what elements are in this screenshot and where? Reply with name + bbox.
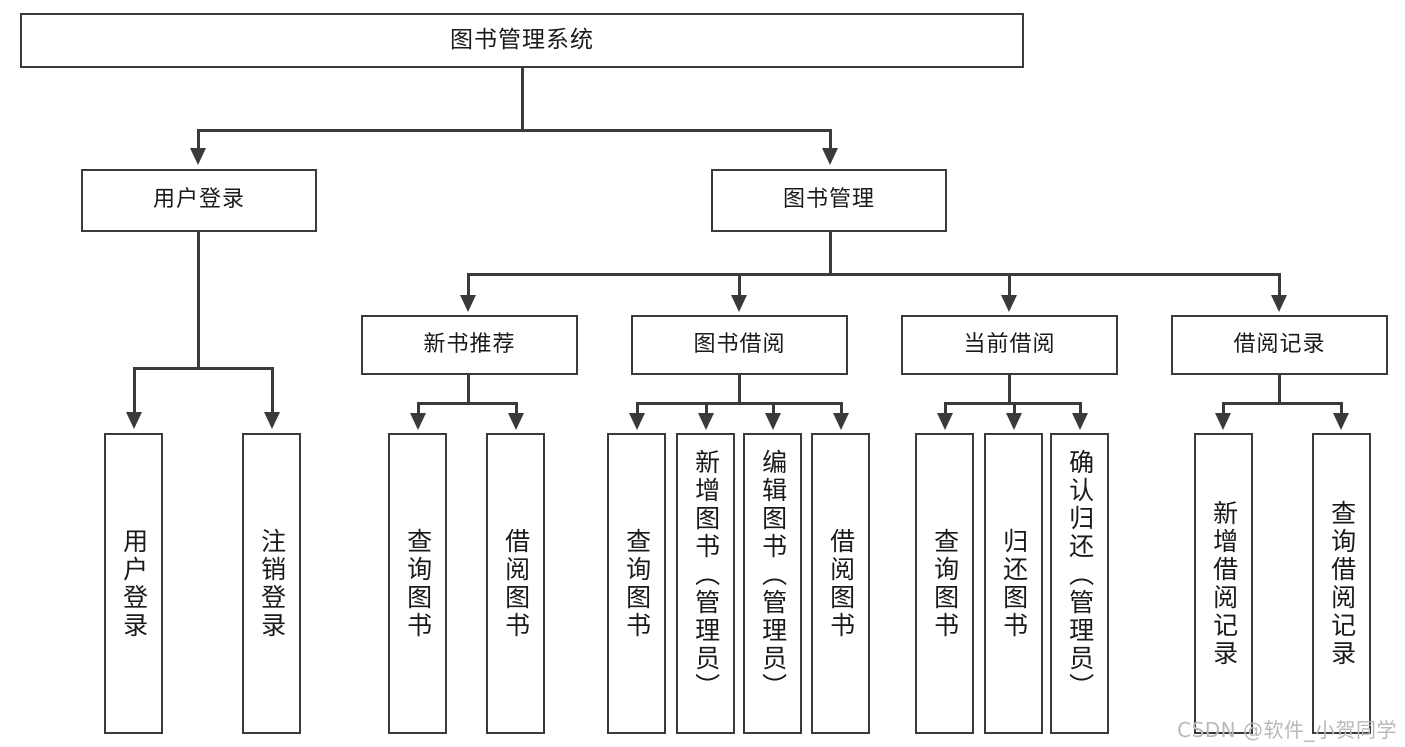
- node-label: 借阅记录: [1233, 331, 1326, 357]
- connector-cb-leaf3: [1079, 402, 1082, 414]
- arrowhead-new-book-recommend: [460, 295, 476, 312]
- connector-bb-leaf3: [772, 402, 775, 414]
- arrowhead-leaf-query-book-2: [629, 413, 645, 430]
- connector-user-login-leaf1: [133, 367, 136, 413]
- connector-book-borrow-down: [738, 375, 741, 403]
- connector-to-current-borrow: [1008, 273, 1011, 296]
- connector-bb-leaf2: [705, 402, 708, 414]
- arrowhead-user-login: [190, 148, 206, 165]
- connector-to-book-management: [829, 129, 832, 149]
- leaf-label: 借阅图书: [826, 527, 856, 640]
- connector-root-down: [521, 68, 524, 130]
- node-new-book-recommend[interactable]: 新书推荐: [361, 315, 578, 375]
- leaf-user-login[interactable]: 用户登录: [104, 433, 163, 734]
- node-user-login[interactable]: 用户登录: [81, 169, 317, 232]
- arrowhead-leaf-borrow-book-2: [833, 413, 849, 430]
- watermark: CSDN @软件_小贺同学: [1177, 718, 1397, 742]
- connector-br-leaf2: [1340, 402, 1343, 414]
- connector-nbr-leaf2: [515, 402, 518, 414]
- leaf-label: 用户登录: [119, 527, 149, 640]
- node-borrow-record[interactable]: 借阅记录: [1171, 315, 1388, 375]
- connector-root-bus: [197, 129, 831, 132]
- leaf-label: 确认归还（管理员）: [1065, 449, 1095, 701]
- connector-nbr-leaf1: [417, 402, 420, 414]
- arrowhead-leaf-return-book: [1006, 413, 1022, 430]
- connector-book-borrow-bus: [636, 402, 842, 405]
- arrowhead-leaf-query-record: [1333, 413, 1349, 430]
- node-label: 图书借阅: [693, 331, 786, 357]
- arrowhead-leaf-borrow-book-1: [508, 413, 524, 430]
- node-label: 图书管理系统: [450, 26, 594, 53]
- connector-borrow-record-bus: [1222, 402, 1342, 405]
- arrowhead-leaf-query-book-3: [937, 413, 953, 430]
- connector-cb-leaf2: [1013, 402, 1016, 414]
- leaf-query-book-current[interactable]: 查询图书: [915, 433, 974, 734]
- node-label: 新书推荐: [423, 331, 516, 357]
- arrowhead-leaf-query-book-1: [410, 413, 426, 430]
- arrowhead-leaf-add-book: [698, 413, 714, 430]
- connector-book-management-down: [829, 232, 832, 274]
- arrowhead-book-management: [822, 148, 838, 165]
- leaf-label: 查询图书: [930, 527, 960, 640]
- leaf-label: 新增图书（管理员）: [691, 449, 721, 701]
- leaf-label: 查询借阅记录: [1327, 499, 1357, 668]
- leaf-add-borrow-record[interactable]: 新增借阅记录: [1194, 433, 1253, 734]
- node-label: 当前借阅: [963, 331, 1056, 357]
- node-current-borrow[interactable]: 当前借阅: [901, 315, 1118, 375]
- leaf-label: 借阅图书: [501, 527, 531, 640]
- leaf-add-book[interactable]: 新增图书（管理员）: [676, 433, 735, 734]
- connector-current-borrow-bus: [944, 402, 1081, 405]
- arrowhead-current-borrow: [1001, 295, 1017, 312]
- arrowhead-borrow-record: [1271, 295, 1287, 312]
- leaf-logout[interactable]: 注销登录: [242, 433, 301, 734]
- leaf-borrow-book-recommend[interactable]: 借阅图书: [486, 433, 545, 734]
- leaf-query-book-recommend[interactable]: 查询图书: [388, 433, 447, 734]
- connector-new-book-recommend-bus: [417, 402, 517, 405]
- connector-to-borrow-record: [1278, 273, 1281, 296]
- arrowhead-leaf-confirm-return: [1072, 413, 1088, 430]
- leaf-edit-book[interactable]: 编辑图书（管理员）: [743, 433, 802, 734]
- node-label: 用户登录: [152, 187, 245, 213]
- leaf-label: 查询图书: [622, 527, 652, 640]
- arrowhead-book-borrow: [731, 295, 747, 312]
- arrowhead-leaf-user-login: [126, 412, 142, 429]
- leaf-query-book-borrow[interactable]: 查询图书: [607, 433, 666, 734]
- arrowhead-leaf-logout: [264, 412, 280, 429]
- arrowhead-leaf-add-record: [1215, 413, 1231, 430]
- node-label: 图书管理: [782, 187, 875, 213]
- connector-borrow-record-down: [1278, 375, 1281, 403]
- leaf-label: 查询图书: [403, 527, 433, 640]
- connector-user-login-down: [197, 232, 200, 368]
- connector-current-borrow-down: [1008, 375, 1011, 403]
- connector-cb-leaf1: [944, 402, 947, 414]
- leaf-borrow-book[interactable]: 借阅图书: [811, 433, 870, 734]
- leaf-label: 编辑图书（管理员）: [758, 449, 788, 701]
- node-book-management[interactable]: 图书管理: [711, 169, 947, 232]
- leaf-return-book[interactable]: 归还图书: [984, 433, 1043, 734]
- leaf-label: 注销登录: [257, 527, 287, 640]
- connector-bb-leaf4: [840, 402, 843, 414]
- connector-bb-leaf1: [636, 402, 639, 414]
- leaf-label: 新增借阅记录: [1209, 499, 1239, 668]
- connector-user-login-bus: [133, 367, 272, 370]
- connector-to-book-borrow: [738, 273, 741, 296]
- connector-user-login-leaf2: [271, 367, 274, 413]
- node-book-management-system[interactable]: 图书管理系统: [20, 13, 1024, 68]
- connector-to-user-login: [197, 129, 200, 149]
- connector-level3-bus: [467, 273, 1281, 276]
- connector-br-leaf1: [1222, 402, 1225, 414]
- leaf-label: 归还图书: [999, 527, 1029, 640]
- connector-new-book-recommend-down: [467, 375, 470, 403]
- arrowhead-leaf-edit-book: [765, 413, 781, 430]
- leaf-query-borrow-record[interactable]: 查询借阅记录: [1312, 433, 1371, 734]
- leaf-confirm-return[interactable]: 确认归还（管理员）: [1050, 433, 1109, 734]
- node-book-borrow[interactable]: 图书借阅: [631, 315, 848, 375]
- connector-to-new-book-recommend: [467, 273, 470, 296]
